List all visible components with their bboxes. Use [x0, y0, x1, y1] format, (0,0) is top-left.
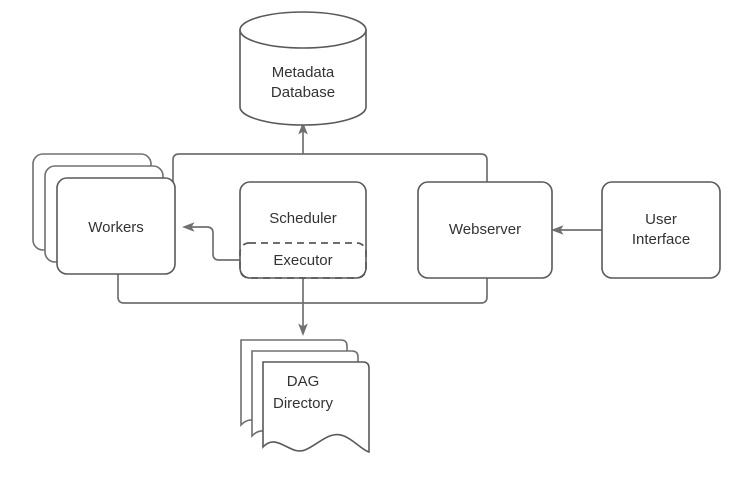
user-interface-label-line1: User	[645, 211, 677, 228]
workers-label: Workers	[88, 219, 144, 236]
workers-stack-front-card	[56, 177, 176, 275]
node-user-interface[interactable]: User Interface	[601, 181, 721, 279]
metadata-database-label-line1: Metadata	[272, 64, 335, 81]
connector-executor-to-workers-line	[191, 226, 240, 261]
webserver-box	[417, 181, 553, 279]
scheduler-label: Scheduler	[269, 210, 337, 227]
node-executor[interactable]: Executor	[239, 242, 367, 279]
arrowhead-to-webserver	[551, 225, 564, 235]
node-webserver[interactable]: Webserver	[417, 181, 553, 279]
arrowhead-to-metadata-database	[298, 122, 308, 135]
node-workers[interactable]: Workers	[32, 153, 176, 275]
metadata-database-cylinder-top	[239, 11, 367, 49]
arrowhead-to-workers	[182, 222, 195, 232]
dag-directory-label-line1: DAG	[287, 373, 320, 390]
metadata-database-cylinder-body	[239, 29, 367, 126]
connector-top-bus	[172, 153, 488, 200]
user-interface-box	[601, 181, 721, 279]
dag-directory-label-line2: Directory	[273, 395, 334, 412]
dag-directory-front-document	[262, 361, 370, 454]
user-interface-label-line2: Interface	[632, 231, 690, 248]
executor-dashed-box	[239, 242, 367, 279]
metadata-database-label-line2: Database	[271, 84, 335, 101]
node-dag-directory[interactable]: DAG Directory	[240, 339, 370, 454]
connector-layer	[117, 122, 602, 336]
executor-label: Executor	[273, 252, 332, 269]
node-metadata-database[interactable]: Metadata Database	[239, 11, 367, 126]
arrowhead-to-dag-directory	[298, 323, 308, 336]
webserver-label: Webserver	[449, 221, 521, 238]
